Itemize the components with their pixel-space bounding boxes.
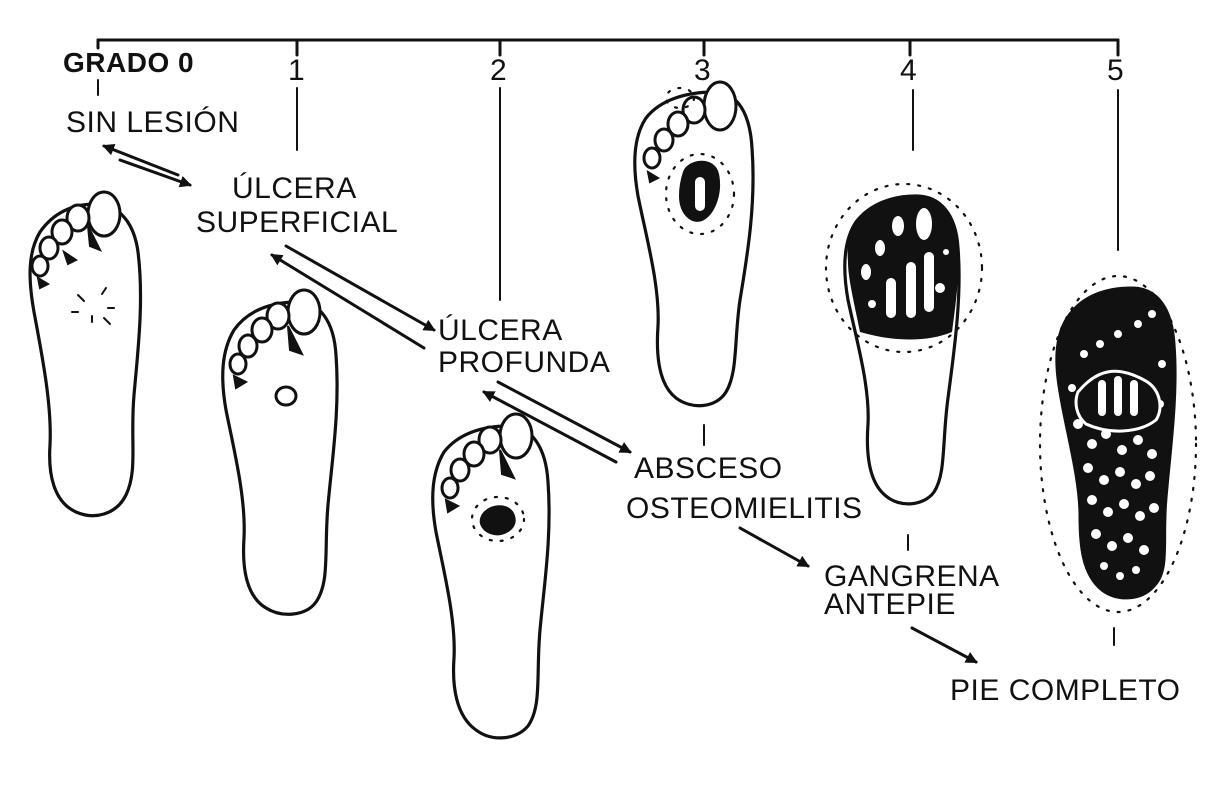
grade-4-number: 4 [900,54,917,87]
foot-grade-4 [824,182,984,506]
label-ulcera-1: ÚLCERA [232,172,357,205]
label-gangrena: GANGRENA [824,560,1000,593]
foot-grade-1 [221,288,339,616]
gangrene-whole-foot [1055,286,1177,600]
arrow-absceso-to-profunda [482,390,618,464]
grade-connectors [97,79,1119,646]
foot-grade-2 [431,412,551,740]
arrow-antepie-to-pie-completo [910,626,978,664]
superficial-ulcer [274,385,298,407]
arrow-none-to-superficial [118,158,192,188]
label-pie-completo: PIE COMPLETO [950,674,1181,707]
label-antepie: ANTEPIE [824,588,956,621]
arrow-profunda-to-superficial [270,253,426,350]
foot-grade-0 [28,190,143,518]
arrow-osteomielitis-to-gangrena [738,526,810,568]
grade-5-number: 5 [1107,54,1124,87]
label-absceso: ABSCESO [634,452,783,485]
grade-0-number: GRADO 0 [63,47,194,78]
grade-2-number: 2 [490,54,507,87]
label-profunda: PROFUNDA [438,346,610,379]
necrosis-pattern [1068,310,1166,580]
timeline-bracket [96,38,1120,57]
grade-3-number: 3 [694,54,711,87]
arrow-superficial-to-profunda [284,244,436,332]
label-ulcera-2: ÚLCERA [438,314,563,347]
deep-ulcer [479,505,516,536]
pressure-marks [71,287,115,325]
arrow-profunda-to-absceso [496,380,632,454]
label-osteomielitis: OSTEOMIELITIS [626,492,863,525]
label-superficial: SUPERFICIAL [196,206,398,239]
foot-grade-3 [633,80,755,408]
arrow-superficial-to-none [102,144,180,177]
progression-arrows [102,144,978,664]
foot-grade-5 [1038,274,1198,614]
grade-1-number: 1 [288,54,305,87]
label-sin-lesion: SIN LESIÓN [66,106,239,139]
